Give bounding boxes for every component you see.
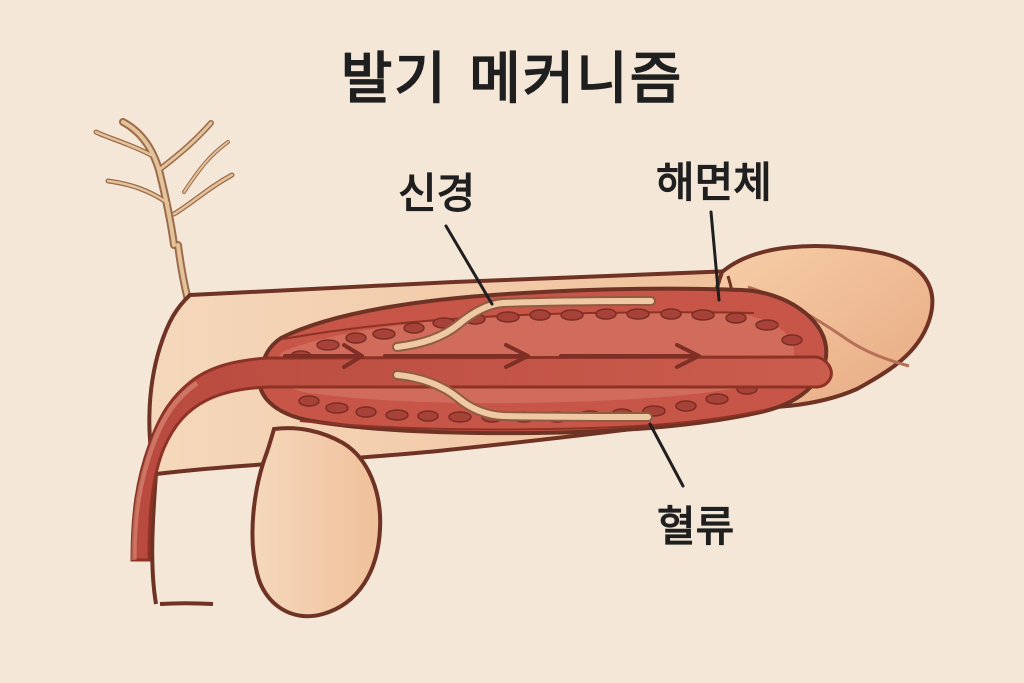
annotation-lines <box>444 210 721 488</box>
blood-flow-label: 혈류 <box>657 502 735 551</box>
blood-flow-arrows <box>283 343 701 369</box>
blood-vessel <box>130 355 833 562</box>
corpus-cavernosum-label: 해면체 <box>656 158 772 207</box>
nerve-label: 신경 <box>398 169 476 218</box>
nerve-branch <box>93 118 235 317</box>
diagram-title: 발기 메커니즘 <box>340 47 684 112</box>
